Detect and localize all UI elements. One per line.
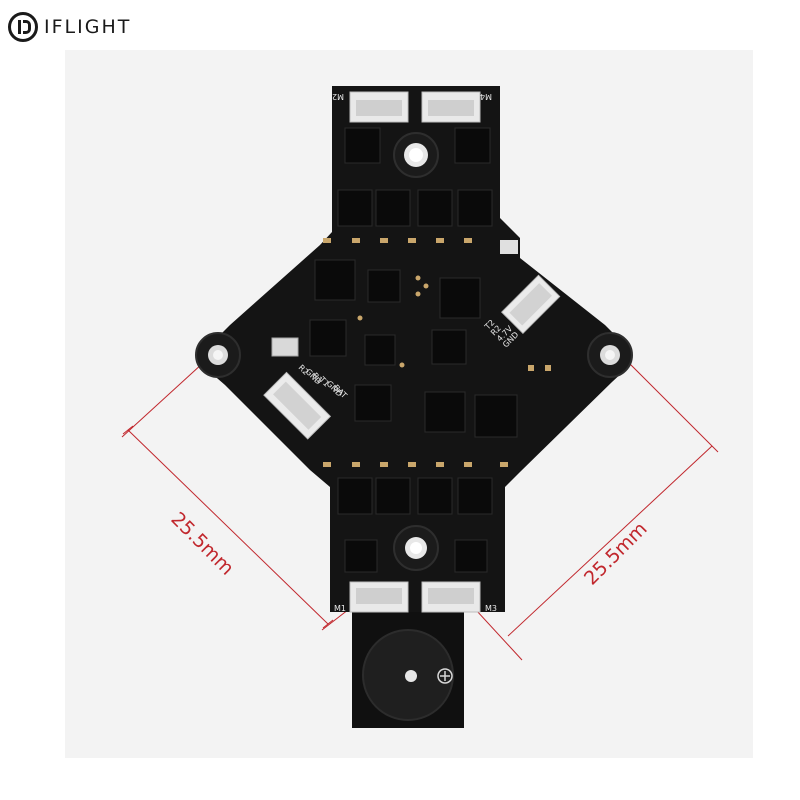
mounting-hole-left (195, 332, 241, 378)
plus-icon (437, 668, 453, 684)
right-connector-pin-labels: T2 R2 4.7V GND (482, 318, 520, 349)
iflight-logo: IFLIGHT (8, 10, 131, 44)
tab-component (500, 240, 518, 254)
buzzer-module (352, 610, 464, 728)
brand-name: IFLIGHT (44, 16, 132, 38)
connector-m2 (349, 91, 409, 123)
passive-components (323, 238, 551, 467)
iflight-logo-icon (8, 12, 38, 42)
capacitor (271, 337, 299, 357)
left-connector-pin-labels: R2 GND R1 T1 GND BAT (297, 363, 349, 400)
connector-m3 (421, 581, 481, 613)
mounting-hole-bottom (393, 525, 439, 571)
connector-right-uart (501, 274, 561, 334)
label-m4: M4 (480, 92, 492, 101)
connector-m1 (349, 581, 409, 613)
label-m1: M1 (334, 604, 346, 613)
components (309, 127, 518, 573)
mounting-hole-top (393, 132, 439, 178)
pcb (205, 86, 630, 612)
connector-m4 (421, 91, 481, 123)
connector-left-uart (263, 371, 332, 440)
dimension-left-label: 25.5mm (166, 508, 238, 580)
mounting-hole-right (587, 332, 633, 378)
dimension-right-label: 25.5mm (580, 518, 652, 590)
label-m2: M2 (332, 92, 344, 101)
label-m3: M3 (485, 604, 497, 613)
